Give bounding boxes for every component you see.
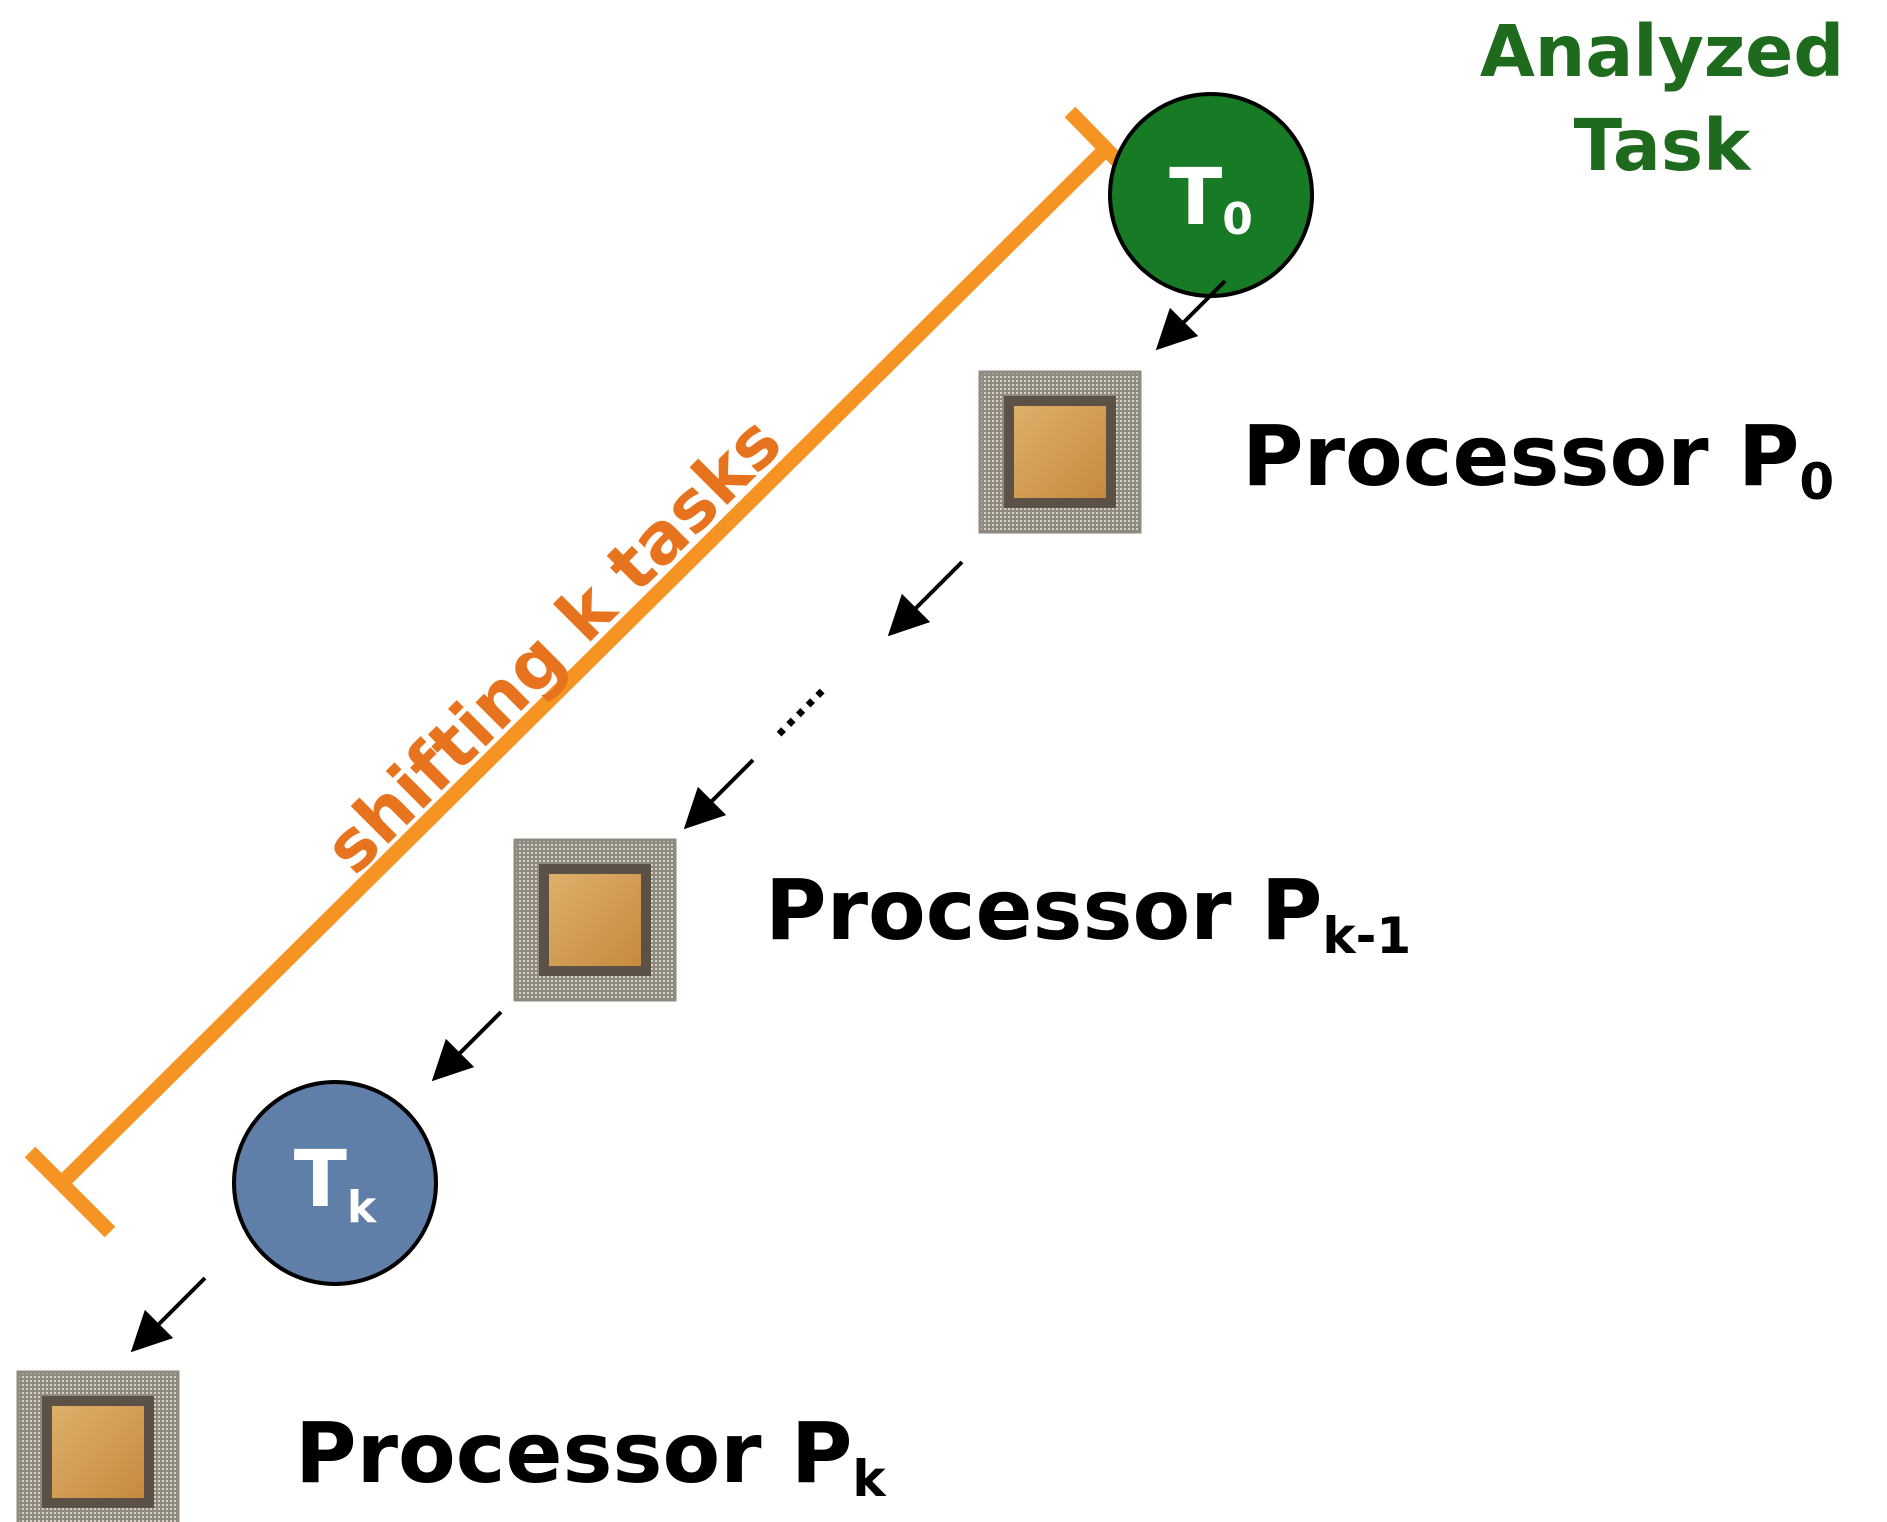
processor-sub-pk: k	[852, 1450, 887, 1508]
ellipsis-dots: .....	[756, 668, 833, 745]
arrow-down-left-icon	[431, 1010, 503, 1082]
processor-name-p0: Processor P	[1242, 407, 1799, 505]
shift-range-bar	[24, 106, 1158, 1238]
chip-die	[52, 1406, 144, 1498]
task-circle-t0-label: T0	[1169, 153, 1253, 245]
analyzed-task-label-line1: Analyzed	[1480, 10, 1844, 93]
task-circle-tk: Tk	[232, 1080, 438, 1286]
shift-range-line	[59, 139, 1116, 1186]
processor-label-pk-1: Processor Pk-1	[765, 861, 1411, 965]
processor-chip-icon	[978, 370, 1142, 534]
analyzed-task-label-line2: Task	[1574, 104, 1752, 187]
arrow-down-left-icon	[1155, 279, 1227, 351]
arrow-down-left-icon	[683, 758, 755, 830]
processor-name-pk-1: Processor P	[765, 861, 1322, 959]
task-circle-t0-main: T	[1169, 153, 1222, 243]
arrow-down-left-icon	[130, 1276, 207, 1353]
arrow-down-left-icon	[887, 560, 964, 637]
processor-chip-icon	[513, 838, 677, 1002]
task-circle-tk-main: T	[294, 1135, 347, 1225]
shift-label: shifting k tasks	[309, 401, 798, 890]
chip-die	[1014, 406, 1106, 498]
task-circle-tk-shape	[232, 1080, 438, 1286]
task-circle-t0: T0	[1108, 92, 1314, 298]
processor-name-pk: Processor P	[295, 1404, 852, 1502]
processor-chip-icon	[16, 1370, 180, 1522]
processor-label-p0: Processor P0	[1242, 407, 1834, 511]
chip-die	[549, 874, 641, 966]
processor-sub-pk-1: k-1	[1322, 907, 1411, 965]
task-circle-t0-sub: 0	[1222, 194, 1253, 245]
task-circle-tk-label: Tk	[294, 1135, 378, 1233]
processor-label-pk: Processor Pk	[295, 1404, 887, 1508]
shift-range-bottom-cap	[24, 1146, 116, 1238]
processor-sub-p0: 0	[1799, 453, 1834, 511]
task-circle-tk-sub: k	[347, 1182, 378, 1233]
